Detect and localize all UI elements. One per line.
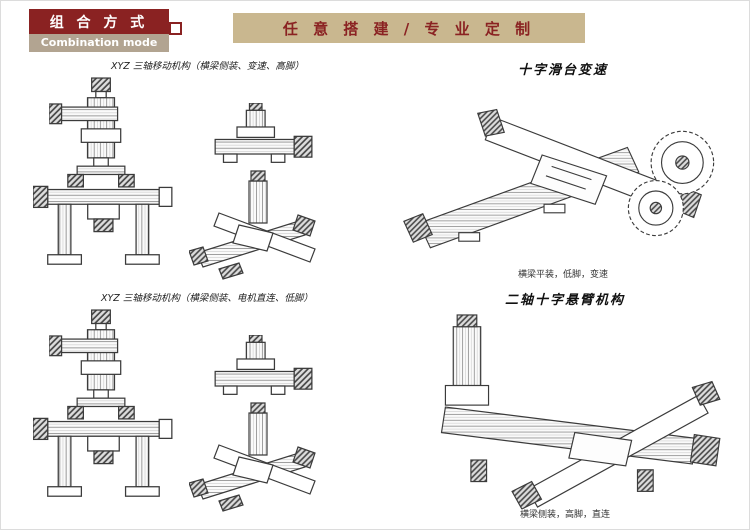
badge-title-cn: 组 合 方 式	[29, 9, 169, 34]
slogan-text: 任 意 搭 建 / 专 业 定 制	[282, 19, 536, 38]
drawing-gantry-front-view	[33, 413, 175, 510]
drawing-cross-slide-gearbox	[392, 83, 734, 263]
drawing-xyz-front-view	[49, 309, 153, 421]
drawing-xyz-isometric	[189, 401, 329, 516]
drawing-cross-cantilever	[399, 313, 729, 509]
badge-corner-ornament	[169, 22, 182, 35]
drawing-xyz-front-view	[49, 77, 153, 189]
figure-title-cross-cantilever: 二轴十字悬臂机构	[504, 293, 625, 308]
figure-group-xyz-direct: XYZ 三轴移动机构（横梁侧装、电机直连、低脚）	[31, 293, 326, 523]
drawing-z-axis-unit	[211, 335, 315, 410]
figure-caption-cross-slide: 横梁平装，低脚，变速	[517, 270, 608, 281]
figure-title-cross-slide: 十字滑台变速	[517, 63, 608, 78]
figure-group-cross-slide-geared: 十字滑台变速 横梁平装，低脚，变速	[384, 59, 742, 291]
figure-group-cross-cantilever: 二轴十字悬臂机构 横梁侧装，高脚，直连	[389, 289, 741, 527]
figure-group-xyz-geared: XYZ 三轴移动机构（横梁侧装、变速、高脚）	[31, 61, 326, 291]
drawing-xyz-isometric	[189, 169, 329, 284]
figure-caption-xyz-direct: XYZ 三轴移动机构（横梁侧装、电机直连、低脚）	[101, 293, 313, 304]
slogan-banner: 任 意 搭 建 / 专 业 定 制	[233, 13, 585, 43]
figure-caption-xyz-geared: XYZ 三轴移动机构（横梁侧装、变速、高脚）	[111, 61, 304, 72]
drawing-z-axis-unit	[211, 103, 315, 178]
figure-caption-cross-cantilever: 横梁侧装，高脚，直连	[519, 510, 610, 521]
drawing-gantry-front-view	[33, 181, 175, 278]
badge-title-en: Combination mode	[29, 34, 169, 52]
combination-mode-badge: 组 合 方 式 Combination mode	[29, 9, 182, 52]
